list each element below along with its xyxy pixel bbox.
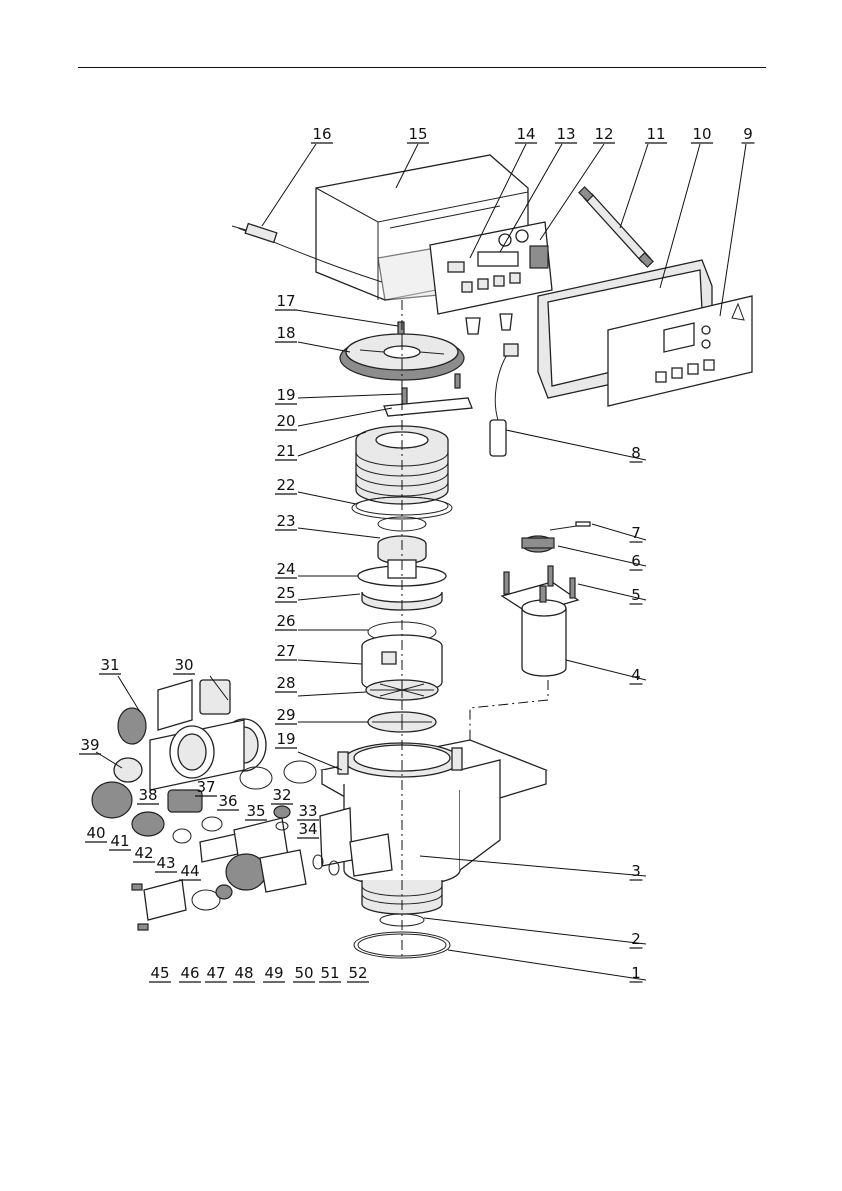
callout-18: 18 <box>276 324 295 342</box>
callout-10: 10 <box>692 125 711 143</box>
callout-46: 46 <box>180 964 199 982</box>
callout-17: 17 <box>276 292 295 310</box>
callout-33: 33 <box>298 802 317 820</box>
part-sensor <box>490 344 518 456</box>
part-valve-body <box>320 740 546 914</box>
callout-34: 34 <box>298 820 317 838</box>
callout-15: 15 <box>408 125 427 143</box>
callout-32: 32 <box>272 786 291 804</box>
callout-4: 4 <box>631 666 641 684</box>
callout-3: 3 <box>631 862 641 880</box>
callout-19b: 19 <box>276 730 295 748</box>
callout-7: 7 <box>631 524 641 542</box>
callout-52: 52 <box>348 964 367 982</box>
callout-37: 37 <box>196 778 215 796</box>
callout-45: 45 <box>150 964 169 982</box>
callout-19a: 19 <box>276 386 295 404</box>
callout-12: 12 <box>594 125 613 143</box>
callout-25: 25 <box>276 584 295 602</box>
callout-20: 20 <box>276 412 295 430</box>
callout-27: 27 <box>276 642 295 660</box>
callout-42: 42 <box>134 844 153 862</box>
callout-51: 51 <box>320 964 339 982</box>
callout-2: 2 <box>631 930 641 948</box>
callout-28: 28 <box>276 674 295 692</box>
callout-24: 24 <box>276 560 295 578</box>
callout-16: 16 <box>312 125 331 143</box>
motor-alignment-line <box>470 680 548 740</box>
callout-13: 13 <box>556 125 575 143</box>
callout-1: 1 <box>631 964 641 982</box>
callout-40: 40 <box>86 824 105 842</box>
callout-9: 9 <box>743 125 753 143</box>
callout-8: 8 <box>631 444 641 462</box>
callout-6: 6 <box>631 552 641 570</box>
callout-29: 29 <box>276 706 295 724</box>
callout-5: 5 <box>631 586 641 604</box>
callout-49: 49 <box>264 964 283 982</box>
callout-35: 35 <box>246 802 265 820</box>
callout-14: 14 <box>516 125 535 143</box>
part-motor <box>502 522 590 676</box>
callout-43: 43 <box>156 854 175 872</box>
callout-26: 26 <box>276 612 295 630</box>
callout-22: 22 <box>276 476 295 494</box>
callout-44: 44 <box>180 862 199 880</box>
callout-23: 23 <box>276 512 295 530</box>
callout-21: 21 <box>276 442 295 460</box>
callout-48: 48 <box>234 964 253 982</box>
callout-47: 47 <box>206 964 225 982</box>
callout-30: 30 <box>174 656 193 674</box>
callout-41: 41 <box>110 832 129 850</box>
callout-39: 39 <box>80 736 99 754</box>
callout-31: 31 <box>100 656 119 674</box>
callout-50: 50 <box>294 964 313 982</box>
callout-11: 11 <box>646 125 665 143</box>
callout-38: 38 <box>138 786 157 804</box>
part-rod <box>579 187 653 267</box>
callout-36: 36 <box>218 792 237 810</box>
